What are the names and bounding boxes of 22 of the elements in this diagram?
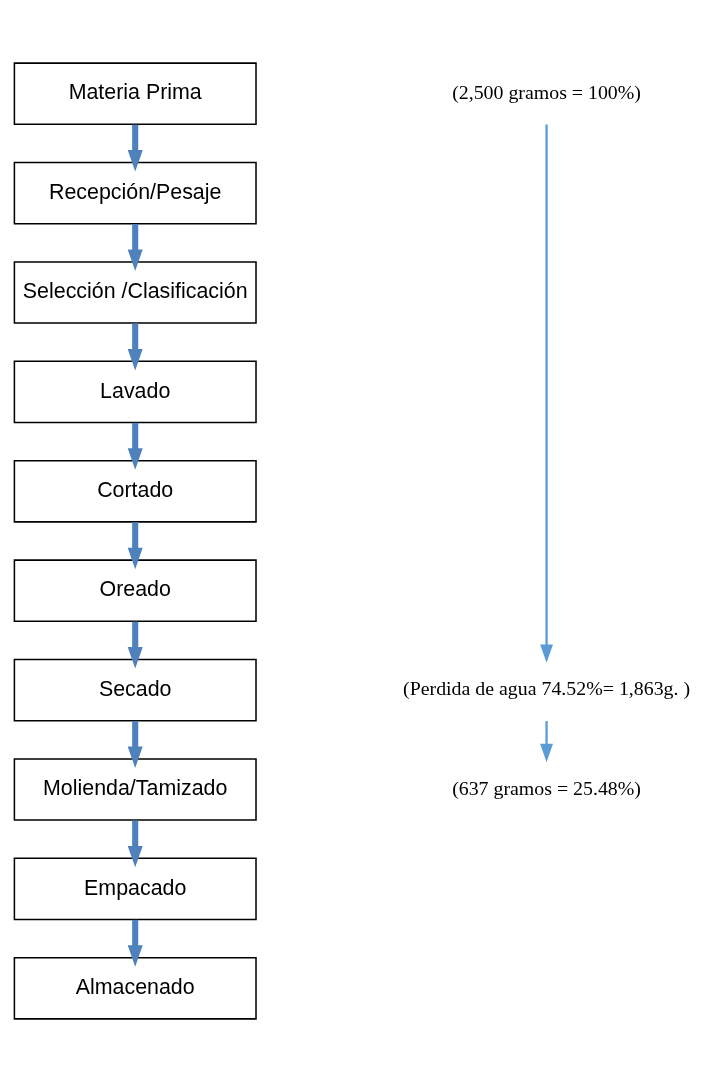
arrow	[540, 124, 553, 663]
node-text: (Perdida de agua 74.52%= 1,863g. )	[403, 677, 691, 700]
node-text: (2,500 gramos = 100%)	[452, 80, 641, 103]
node-box: Cortado	[13, 459, 257, 523]
arrow	[127, 919, 143, 967]
node-box: Empacado	[13, 857, 257, 921]
node-box: Selección /Clasificación	[13, 261, 257, 324]
arrow	[127, 820, 143, 868]
node-box: Almacenado	[13, 956, 257, 1020]
arrow	[127, 621, 143, 669]
node-box: Oreado	[13, 559, 257, 623]
node-box: Molienda/Tamizado	[13, 758, 257, 821]
arrow	[127, 522, 143, 570]
node-box: Recepción/Pesaje	[13, 161, 257, 225]
arrow	[540, 721, 553, 763]
node-text: (637 gramos = 25.48%)	[452, 776, 641, 799]
arrow	[127, 124, 143, 172]
node-box: Materia Prima	[13, 62, 257, 126]
node-box: Lavado	[13, 360, 257, 424]
arrow	[127, 323, 143, 371]
node-box: Secado	[13, 658, 257, 722]
arrow	[127, 422, 143, 470]
